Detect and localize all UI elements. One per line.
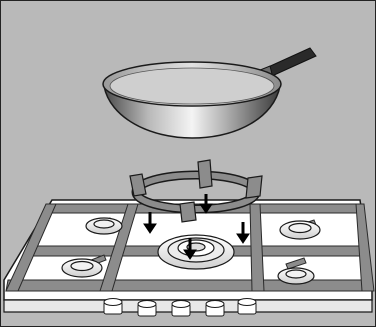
control-knob-3 <box>172 301 190 317</box>
control-knob-5 <box>238 299 256 315</box>
control-knob-2 <box>138 301 156 317</box>
control-knob-4 <box>206 301 224 317</box>
control-knob-1 <box>104 299 122 315</box>
